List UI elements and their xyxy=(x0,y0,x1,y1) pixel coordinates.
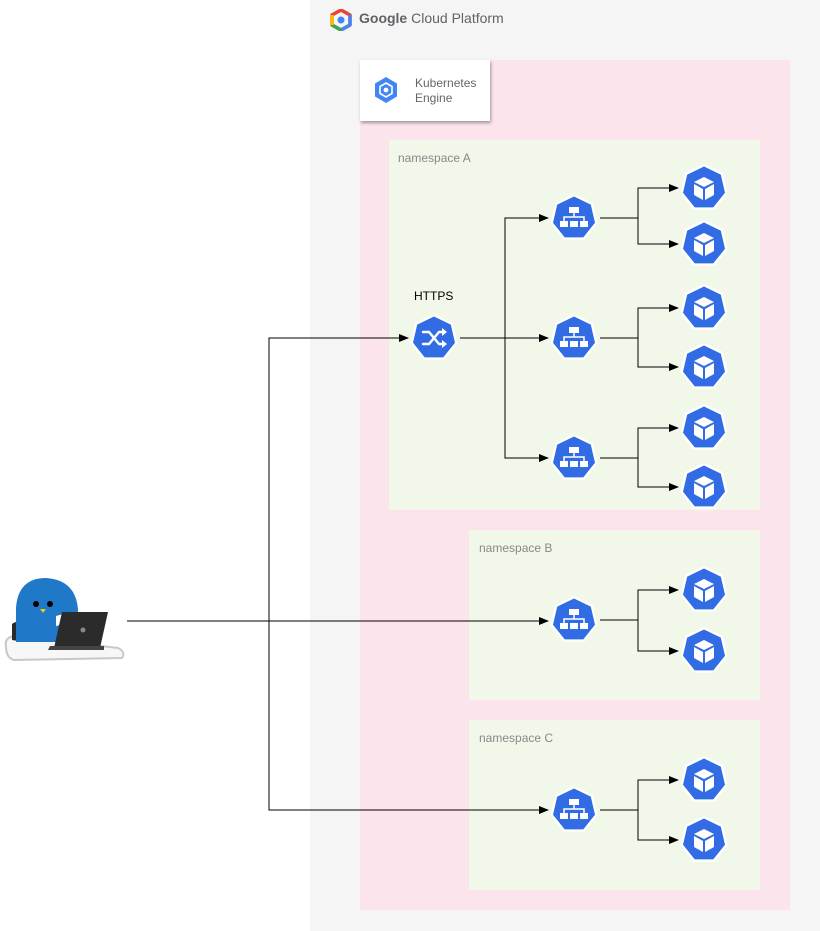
k8s-pod-icon xyxy=(680,220,728,266)
k8s-service-icon xyxy=(550,786,598,832)
k8s-pod-icon xyxy=(680,164,728,210)
k8s-pod-icon xyxy=(680,404,728,450)
service-to-pod-edge xyxy=(600,586,679,621)
kubernetes-engine-icon xyxy=(375,77,397,103)
k8s-service-icon xyxy=(550,596,598,642)
service-to-pod-edge xyxy=(600,809,679,844)
k8s-ingress-icon xyxy=(410,314,458,360)
platform-product: Cloud Platform xyxy=(411,10,504,26)
k8s-pod-icon xyxy=(680,284,728,330)
service-to-pod-edge xyxy=(600,304,679,339)
user-to-namespace-c-edge xyxy=(268,621,549,814)
namespace-c-label: namespace C xyxy=(479,731,554,745)
kubernetes-engine-label-line1: Kubernetes xyxy=(415,76,477,90)
ingress-to-service-edge xyxy=(460,214,549,339)
ingress-label: HTTPS xyxy=(414,289,454,303)
platform-brand: Google xyxy=(359,10,408,26)
service-to-pod-edge xyxy=(600,217,679,248)
k8s-pod-icon xyxy=(680,756,728,802)
user-with-laptop-icon xyxy=(4,578,125,662)
ingress-to-service-edge xyxy=(460,337,549,462)
user-to-ingress-edge xyxy=(127,334,409,622)
service-to-pod-edge xyxy=(600,424,679,459)
k8s-pod-icon xyxy=(680,816,728,862)
namespace-c-box xyxy=(469,720,760,890)
gcp-logo-icon xyxy=(330,9,352,31)
k8s-pod-icon xyxy=(680,627,728,673)
service-to-pod-edge xyxy=(600,184,679,219)
k8s-pod-icon xyxy=(680,463,728,509)
k8s-service-icon xyxy=(550,194,598,240)
k8s-pod-icon xyxy=(680,566,728,612)
service-to-pod-edge xyxy=(600,776,679,811)
namespace-b-label: namespace B xyxy=(479,541,553,555)
platform-title: Google Cloud Platform xyxy=(359,10,504,26)
service-to-pod-edge xyxy=(600,457,679,491)
namespace-a-label: namespace A xyxy=(398,151,471,165)
k8s-service-icon xyxy=(550,314,598,360)
kubernetes-engine-label-line2: Engine xyxy=(415,91,453,105)
k8s-pod-icon xyxy=(680,343,728,389)
k8s-service-icon xyxy=(550,434,598,480)
service-to-pod-edge xyxy=(600,619,679,655)
service-to-pod-edge xyxy=(600,337,679,371)
